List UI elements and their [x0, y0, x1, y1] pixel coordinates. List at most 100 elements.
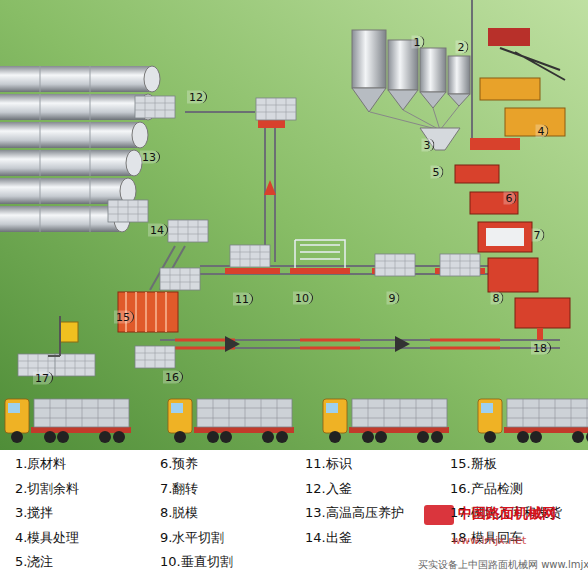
autoclave: [0, 94, 148, 120]
callout-number: 8: [491, 292, 504, 305]
step-text: 3.搅拌: [15, 506, 53, 519]
silo: [352, 30, 386, 88]
mould-machine: [455, 28, 570, 340]
block-stack: [230, 245, 270, 267]
callout-number: 18: [531, 342, 551, 355]
callout-number: 12: [187, 91, 207, 104]
mould-machine: [537, 328, 543, 340]
autoclave: [0, 66, 160, 232]
silo: [448, 94, 470, 106]
block-stack: [18, 96, 480, 376]
step-text: 15.掰板: [450, 457, 497, 470]
mould-machine: [470, 138, 520, 150]
autoclave: [0, 206, 122, 232]
callout-number: 17: [33, 372, 53, 385]
background: [0, 0, 588, 450]
mould-machine: [486, 228, 524, 246]
block-stack: [55, 354, 95, 376]
mould-machine: [500, 48, 565, 80]
forklift: [48, 316, 60, 356]
conveyor-rail: [264, 180, 276, 195]
step-text: 14.出釜: [305, 531, 352, 544]
step-text: 4.模具处理: [15, 531, 79, 544]
mould-machine: [455, 165, 499, 183]
truck: [478, 399, 588, 443]
callout-number: 13: [140, 151, 160, 164]
conveyor-rail: [225, 120, 485, 274]
conveyor-rail: [160, 112, 560, 348]
silo: [420, 92, 446, 108]
block-stack: [440, 254, 480, 276]
step-text: 2.切割余料: [15, 482, 79, 495]
block-stack: [135, 346, 175, 368]
mould-machine: [470, 192, 518, 214]
mould-machine: [478, 222, 532, 252]
autoclave: [0, 150, 134, 176]
step-text: 12.入釜: [305, 482, 352, 495]
watermark: 中国路面机械网: [458, 506, 556, 520]
step-text: 10.垂直切割: [160, 555, 233, 568]
conveyor-rail: [175, 340, 500, 348]
callout-number: 14: [148, 224, 168, 237]
cutting-frame: [295, 240, 345, 268]
forklift: [48, 316, 78, 356]
step-text: 1.原材料: [15, 457, 66, 470]
silo: [420, 48, 446, 92]
step-text: 6.预养: [160, 457, 198, 470]
step-text: 5.浇注: [15, 555, 53, 568]
callout-number: 16: [163, 371, 183, 384]
mould-machine: [488, 28, 530, 46]
watermark: 买实设备上中国路面机械网 www.lmjx.net: [418, 560, 588, 570]
block-stack: [256, 98, 296, 120]
block-stack: [168, 220, 208, 242]
step-text: 13.高温高压养护: [305, 506, 404, 519]
autoclave: [0, 66, 152, 92]
mould-machine: [515, 298, 570, 328]
truck: [323, 399, 449, 443]
callout-number: 7: [532, 229, 545, 242]
autoclave: [0, 122, 140, 148]
callout-number: 3: [422, 139, 435, 152]
truck: [5, 399, 588, 443]
autoclave: [132, 122, 148, 148]
callout-number: 6: [504, 192, 517, 205]
step-text: 9.水平切割: [160, 531, 224, 544]
callout-number: 1: [412, 36, 425, 49]
mould-machine: [488, 258, 538, 292]
silo: [370, 106, 459, 130]
callout-number: 4: [536, 125, 549, 138]
conveyor-rail: [150, 112, 560, 352]
cutting-frame: [118, 240, 345, 332]
step-text: 7.翻转: [160, 482, 198, 495]
key-background: [0, 450, 588, 575]
step-text: 16.产品检测: [450, 482, 523, 495]
forklift: [60, 322, 78, 342]
block-stack: [108, 200, 148, 222]
autoclave: [144, 66, 160, 92]
conveyor-rail: [225, 336, 410, 352]
block-stack: [160, 268, 200, 290]
block-stack: [375, 254, 415, 276]
silo: [352, 88, 386, 112]
watermark-logo: [424, 505, 454, 525]
watermark-logo: [424, 505, 454, 525]
silo: [448, 56, 470, 94]
silo: [471, 0, 473, 140]
callout-number: 10: [293, 292, 313, 305]
truck: [5, 399, 131, 443]
callout-number: 11: [233, 293, 253, 306]
block-stack: [135, 96, 175, 118]
callout-number: 15: [114, 311, 134, 324]
callout-number: 2: [456, 41, 469, 54]
silo: [388, 90, 418, 110]
truck: [168, 399, 294, 443]
autoclave: [40, 66, 90, 232]
watermark: www.lmjx.net: [452, 535, 526, 546]
callout-number: 5: [431, 166, 444, 179]
mould-machine: [480, 78, 540, 100]
silo: [352, 0, 472, 150]
step-text: 11.标识: [305, 457, 352, 470]
step-text: 8.脱模: [160, 506, 198, 519]
callout-number: 9: [387, 292, 400, 305]
